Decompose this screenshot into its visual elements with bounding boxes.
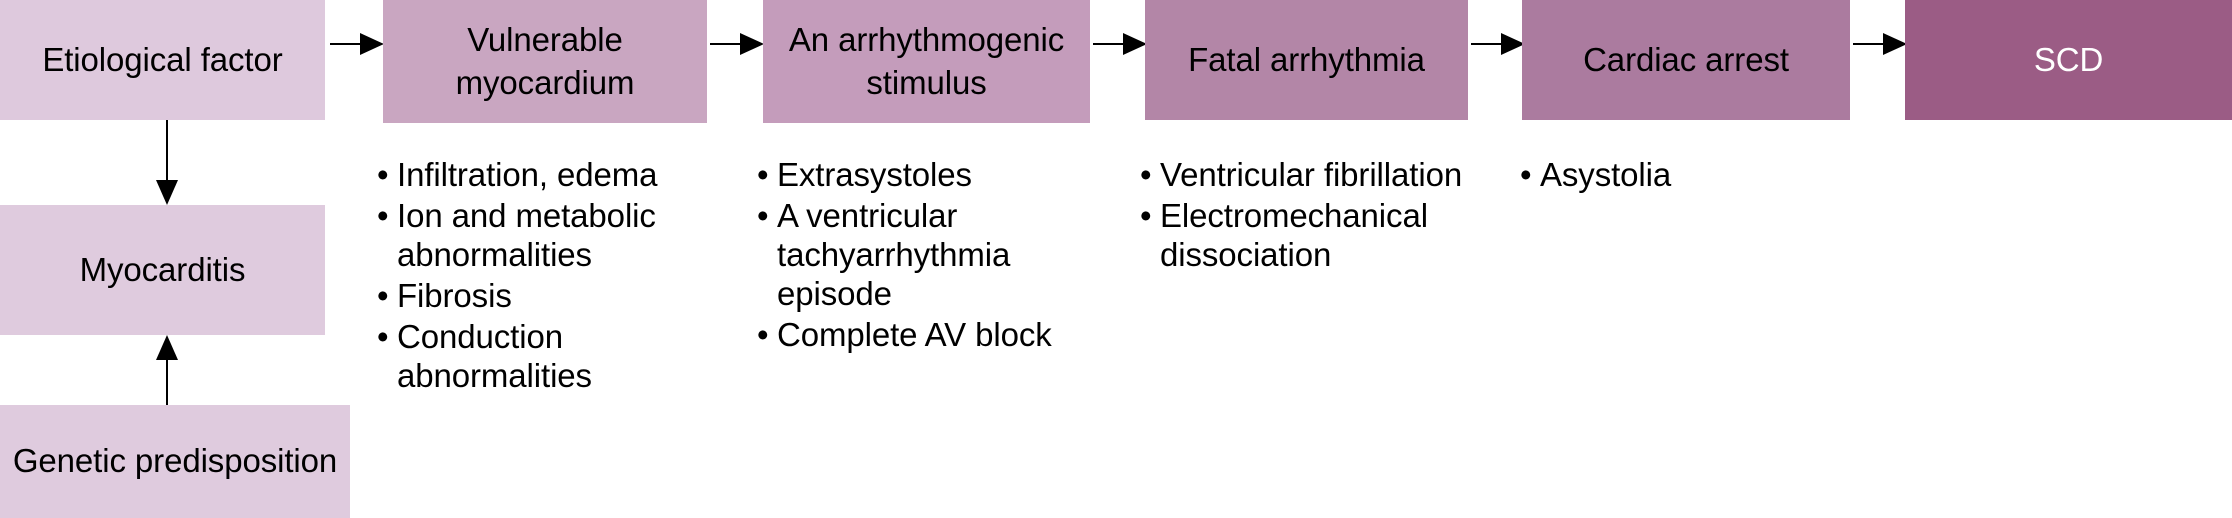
flow-node-arrhythmogenic-stimulus[interactable]: An arrhythmogenic stimulus <box>763 0 1090 123</box>
arrow-head <box>1501 33 1525 55</box>
flow-node-etiological-factor[interactable]: Etiological factor <box>0 0 325 120</box>
arrow-shaft <box>1853 43 1885 45</box>
arrow-down-icon <box>156 120 178 205</box>
list-item: Ventricular fibrillation <box>1140 156 1470 195</box>
arrow-shaft <box>1471 43 1503 45</box>
flow-node-cardiac-arrest[interactable]: Cardiac arrest <box>1522 0 1850 120</box>
arrow-head <box>740 33 764 55</box>
flow-node-myocarditis[interactable]: Myocarditis <box>0 205 325 335</box>
flow-node-label: An arrhythmogenic stimulus <box>788 20 1065 101</box>
flow-node-label: Cardiac arrest <box>1583 40 1789 78</box>
arrow-head <box>1123 33 1147 55</box>
arrow-right-icon <box>1093 33 1147 55</box>
arrow-head <box>360 33 384 55</box>
list-item: Complete AV block <box>757 316 1057 355</box>
list-item: Fibrosis <box>377 277 677 316</box>
flow-node-fatal-arrhythmia[interactable]: Fatal arrhythmia <box>1145 0 1468 120</box>
arrow-right-icon <box>1853 33 1907 55</box>
flow-node-genetic-predisposition[interactable]: Genetic predisposition <box>0 405 350 518</box>
arrow-shaft <box>710 43 742 45</box>
flow-node-label: Etiological factor <box>42 40 283 78</box>
arrow-shaft <box>330 43 362 45</box>
list-item: Ion and metabolic abnormalities <box>377 197 677 275</box>
arrow-right-icon <box>1471 33 1525 55</box>
flow-node-scd[interactable]: SCD <box>1905 0 2232 120</box>
arrow-head <box>156 180 178 205</box>
list-item: Infiltration, edema <box>377 156 677 195</box>
flow-node-label: Vulnerable myocardium <box>455 20 635 101</box>
list-item: Conduction abnormalities <box>377 318 677 396</box>
flow-node-vulnerable-myocardium[interactable]: Vulnerable myocardium <box>383 0 707 123</box>
arrow-shaft <box>166 357 168 405</box>
arrow-head <box>156 335 178 360</box>
flow-node-label: SCD <box>2033 40 2104 78</box>
detail-list-fatal-arrhythmia: Ventricular fibrillation Electromechanic… <box>1140 156 1470 277</box>
list-item: Extrasystoles <box>757 156 1057 195</box>
flow-node-label: Genetic predisposition <box>12 442 338 480</box>
list-item: A ventricular tachyarrhythmia episode <box>757 197 1057 314</box>
detail-list-cardiac-arrest: Asystolia <box>1520 156 1820 197</box>
arrow-head <box>1883 33 1907 55</box>
flow-node-label: Fatal arrhythmia <box>1188 40 1425 78</box>
arrow-shaft <box>166 120 168 182</box>
arrow-up-icon <box>156 335 178 405</box>
list-item: Electromechanical dissociation <box>1140 197 1470 275</box>
arrow-shaft <box>1093 43 1125 45</box>
detail-list-vulnerable-myocardium: Infiltration, edema Ion and metabolic ab… <box>377 156 677 398</box>
arrow-right-icon <box>710 33 764 55</box>
list-item: Asystolia <box>1520 156 1820 195</box>
arrow-right-icon <box>330 33 384 55</box>
detail-list-arrhythmogenic-stimulus: Extrasystoles A ventricular tachyarrhyth… <box>757 156 1057 357</box>
flow-node-label: Myocarditis <box>79 250 246 288</box>
